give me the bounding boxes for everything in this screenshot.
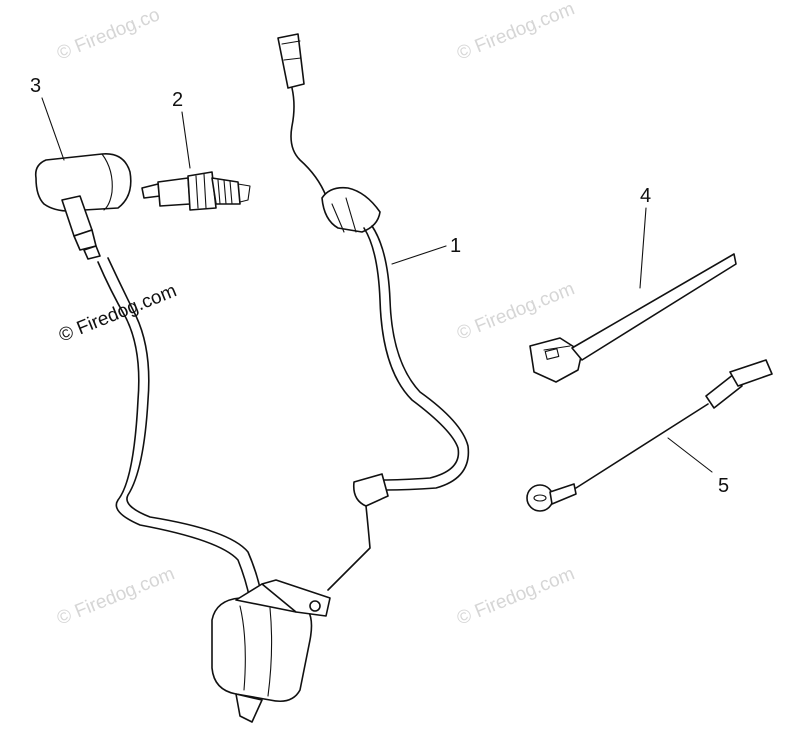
watermark-mid-right: © Firedog.com xyxy=(454,278,578,344)
watermark-bottom-left: © Firedog.com xyxy=(54,563,178,629)
watermark-dark: © Firedog.com xyxy=(56,280,180,346)
callout-leader-3 xyxy=(41,97,65,161)
callout-leader-5 xyxy=(667,437,713,473)
watermark-top-left: © Firedog.co xyxy=(54,4,163,64)
callout-leader-1 xyxy=(391,245,447,265)
callout-1: 1 xyxy=(450,235,461,257)
ground-wire xyxy=(526,359,773,512)
callout-4: 4 xyxy=(640,185,651,207)
callout-2: 2 xyxy=(172,89,183,111)
cable-tie xyxy=(529,253,737,383)
spark-plug-cap xyxy=(34,153,132,260)
callout-3: 3 xyxy=(30,75,41,97)
callout-leader-2 xyxy=(181,111,191,169)
ignition-coil xyxy=(211,579,331,723)
spark-plug xyxy=(141,171,251,211)
callout-5: 5 xyxy=(718,475,729,497)
stop-wire-harness xyxy=(277,33,470,591)
callout-leader-4 xyxy=(639,207,647,289)
watermark-bottom-right: © Firedog.com xyxy=(454,563,578,629)
watermark-top-right: © Firedog.com xyxy=(454,0,578,65)
watermarks: © Firedog.co © Firedog.com © Firedog.com… xyxy=(54,0,578,630)
high-tension-lead xyxy=(97,257,263,601)
